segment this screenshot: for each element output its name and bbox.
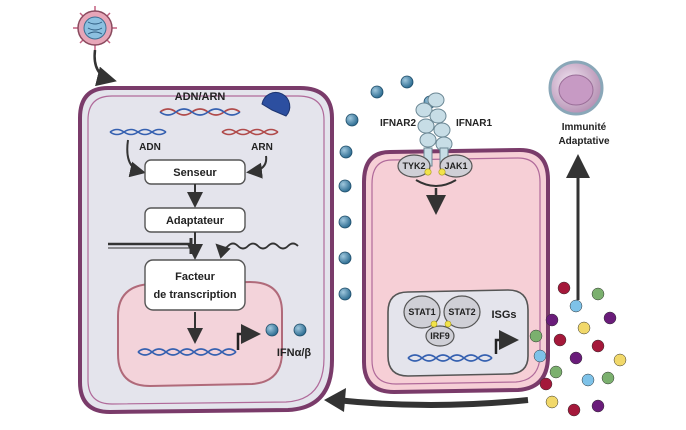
- phospho-dot: [438, 168, 446, 176]
- phospho-dot: [430, 320, 438, 328]
- label-facteur-line2: de transcription: [153, 289, 236, 301]
- wavy-signal-arrow: [215, 242, 299, 259]
- label-stat1: STAT1: [408, 307, 435, 317]
- ifn-particle: [338, 287, 352, 301]
- label-irf9: IRF9: [430, 331, 450, 341]
- ifn-particle: [400, 75, 414, 89]
- label-jak1: JAK1: [444, 161, 467, 171]
- pac-man-sensor-icon: [261, 91, 291, 117]
- tyk2-kinase: [397, 154, 431, 178]
- label-tyk2: TYK2: [402, 161, 425, 171]
- ifn-particle: [339, 145, 353, 159]
- phospho-dot: [424, 168, 432, 176]
- ifn-particle: [345, 113, 359, 127]
- ifn-particle: [265, 323, 279, 337]
- label-stat2: STAT2: [448, 307, 475, 317]
- label-arn: ARN: [251, 142, 273, 153]
- ifn-particle: [338, 215, 352, 229]
- label-facteur-line1: Facteur: [175, 271, 215, 283]
- ifn-particle: [338, 179, 352, 193]
- feedback-arrow: [335, 397, 529, 408]
- ifn-particle: [293, 323, 307, 337]
- stat2-protein: [443, 295, 481, 329]
- virus-icon: [73, 6, 117, 50]
- gene-promoter-arrow-icon: [494, 330, 519, 354]
- label-ifn: IFNα/β: [277, 347, 312, 359]
- dna-helix-icon: [407, 354, 493, 362]
- label-ifnar1: IFNAR1: [456, 118, 493, 129]
- jak1-kinase: [439, 154, 473, 178]
- ifn-particle: [338, 251, 352, 265]
- gene-promoter-arrow-icon: [236, 324, 261, 350]
- label-adn: ADN: [139, 142, 161, 153]
- dna-helix-icon: [109, 128, 167, 136]
- label-senseur: Senseur: [173, 167, 217, 179]
- label-immunite-line1: Immunité: [562, 122, 607, 133]
- facteur-box: [144, 259, 246, 311]
- label-immunite-line2: Adaptative: [558, 136, 610, 147]
- ifnar-receptor: [415, 92, 453, 167]
- dna-helix-icon: [137, 348, 237, 356]
- label-isgs: ISGs: [491, 309, 516, 321]
- cytokine-particles: [529, 281, 627, 417]
- stat1-protein: [403, 295, 441, 329]
- rna-helix-icon: [221, 128, 279, 136]
- label-ifnar2: IFNAR2: [380, 118, 417, 129]
- label-adn-arn: ADN/ARN: [175, 91, 226, 103]
- irf9-protein: [425, 325, 455, 347]
- phospho-dot: [444, 320, 452, 328]
- inhibition-arrow: [108, 238, 193, 254]
- label-adaptateur: Adaptateur: [166, 215, 225, 227]
- dna-helix-icon: [159, 108, 241, 116]
- immune-cell-icon: [548, 60, 604, 116]
- virus-entry-arrow: [93, 49, 117, 87]
- ifn-particle: [370, 85, 384, 99]
